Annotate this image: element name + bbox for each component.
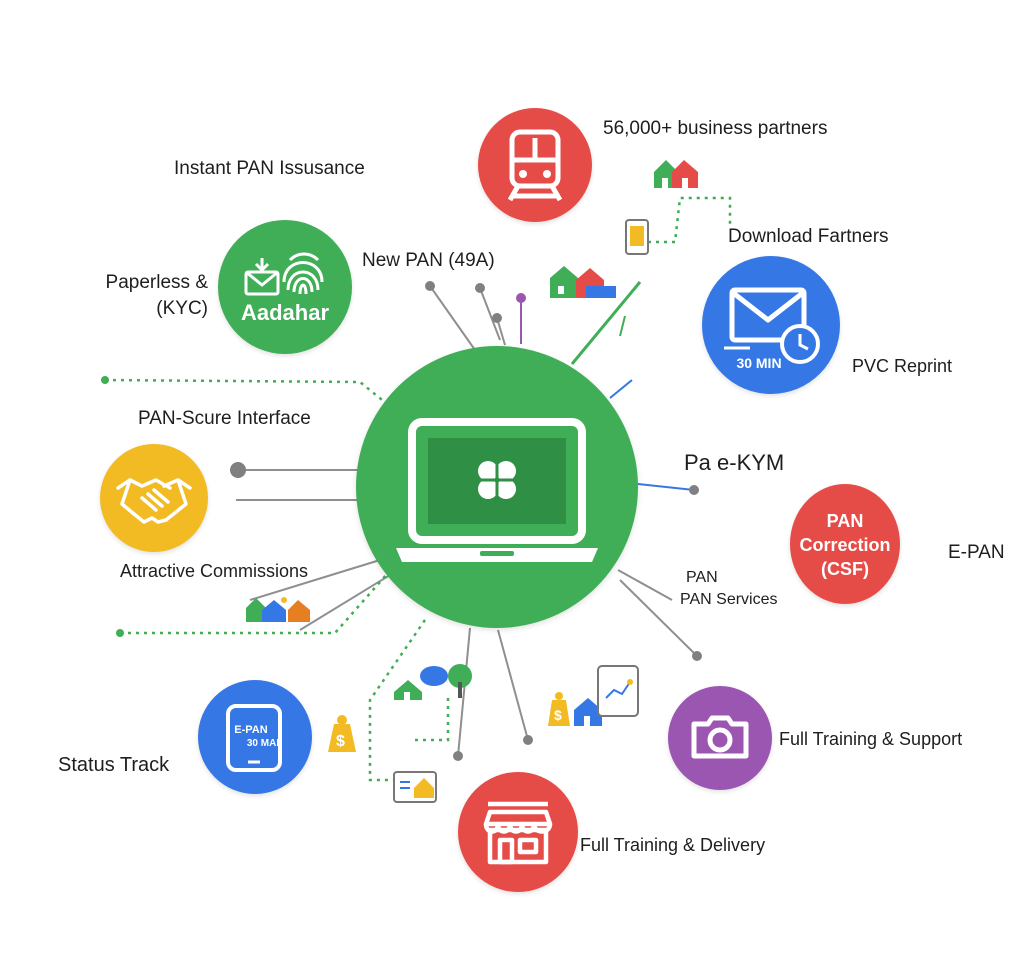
connector-bottom-1: [497, 629, 529, 741]
email-clock-icon: [724, 287, 820, 364]
connector-training-support: [619, 579, 698, 657]
fingerprint-mail-icon: [244, 252, 324, 296]
money-bag-icon: $: [328, 715, 356, 752]
node-dot: [101, 376, 109, 384]
store-node: [458, 772, 578, 892]
email-node: 30 MIN: [702, 256, 840, 394]
dotted-path-left-top: [104, 378, 393, 409]
camera-node: [668, 686, 772, 790]
town-icon: [246, 597, 310, 622]
label-pa-ekym: Pa e-KYM: [684, 450, 785, 475]
mobile-device-icon: [625, 219, 649, 255]
money-bag-house-icon: $: [548, 692, 602, 726]
node-dot: [692, 651, 702, 661]
epan-phone-line-1: E-PAN: [234, 724, 268, 736]
dotted-path-bottom-2: [415, 695, 450, 742]
pan-correction-node: PAN Correction (CSF): [790, 484, 900, 604]
label-partners: 56,000+ business partners: [603, 118, 828, 139]
node-dot: [425, 281, 435, 291]
pan-correction-line-1: PAN: [826, 511, 864, 531]
dotted-path-bottom-1: [368, 619, 427, 782]
storefront-icon: [483, 801, 553, 865]
house-cluster-icon: [654, 160, 698, 188]
card-house-icon: [393, 771, 437, 803]
aadhaar-label: Aadahar: [240, 300, 330, 325]
email-time-label: 30 MIN: [736, 355, 782, 371]
handshake-node: [100, 444, 208, 552]
connector-bottom-2: [457, 627, 471, 757]
epan-phone-node: E-PAN 30 MAI: [198, 680, 312, 794]
label-pvc-reprint: PVC Reprint: [852, 356, 953, 376]
label-new-pan: New PAN (49A): [362, 250, 495, 271]
connector-pan-services: [617, 569, 673, 601]
connector-email: [609, 379, 633, 399]
node-dot: [523, 735, 533, 745]
pan-correction-line-2: Correction: [799, 535, 891, 555]
dotted-path-right-top: [640, 196, 732, 244]
central-hub: [356, 346, 638, 628]
pan-correction-line-3: (CSF): [821, 559, 869, 579]
node-dot: [492, 313, 502, 323]
label-pan-services: PAN Services: [680, 591, 778, 608]
connector-new-pan-1: [429, 285, 476, 351]
label-pan: PAN: [686, 569, 718, 586]
label-instant-pan: Instant PAN Issusance: [174, 158, 365, 179]
label-paperless: Paperless &: [105, 272, 208, 293]
node-dot: [453, 751, 463, 761]
train-icon: [507, 129, 563, 202]
cloud-tree-icon: [394, 664, 472, 700]
camera-icon: [691, 715, 749, 759]
village-icon: [550, 266, 616, 298]
train-node: [478, 108, 592, 222]
label-kyc: (KYC): [156, 298, 208, 319]
connector-commissions-2: [299, 574, 391, 631]
aadhaar-node: Aadahar: [218, 220, 352, 354]
tablet-chart-icon: [597, 665, 639, 717]
node-dot: [689, 485, 699, 495]
epan-phone-line-2: 30 MAI: [246, 738, 280, 749]
label-epan: E-PAN: [948, 542, 1005, 563]
label-download-partners: Download Fartners: [728, 226, 889, 247]
label-full-training-support: Full Training & Support: [779, 729, 963, 749]
node-dot: [475, 283, 485, 293]
label-attractive-commissions: Attractive Commissions: [120, 561, 309, 581]
epan-phone-icon: [226, 704, 282, 772]
handshake-icon: [116, 478, 192, 524]
laptop-clover-icon: [396, 418, 598, 562]
label-full-training-delivery: Full Training & Delivery: [580, 835, 766, 855]
svg-text:$: $: [336, 733, 345, 750]
svg-text:$: $: [554, 707, 562, 723]
connector-commissions: [249, 559, 381, 601]
node-dot: [230, 462, 246, 478]
connector-partners-green: [570, 281, 642, 365]
label-secure-interface: PAN-Scure Interface: [138, 408, 311, 429]
node-dot: [516, 293, 526, 303]
connector-new-pan-2: [479, 287, 501, 341]
connector-ekym: [637, 483, 695, 491]
label-status-track: Status Track: [58, 754, 170, 776]
connector-partners-green-2: [619, 315, 626, 337]
node-dot: [116, 629, 124, 637]
